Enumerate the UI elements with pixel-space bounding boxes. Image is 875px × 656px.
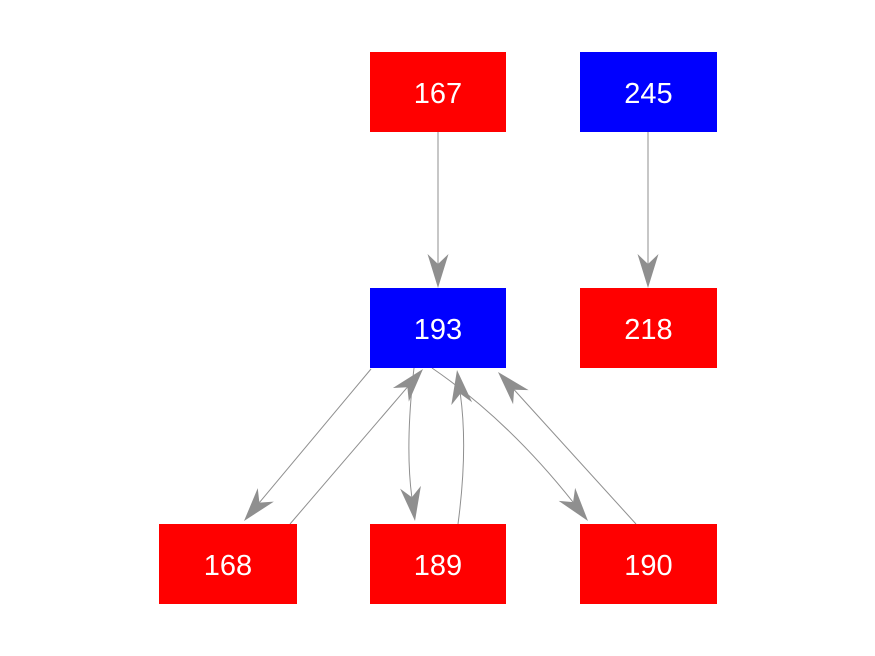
node-189[interactable]: 189 bbox=[370, 524, 506, 604]
edge-190-193-arrowhead bbox=[498, 372, 529, 405]
edge-245-218-arrowhead bbox=[637, 254, 659, 288]
node-245[interactable]: 245 bbox=[580, 52, 717, 132]
edge-193-189-line bbox=[408, 367, 415, 498]
edge-193-168-line bbox=[259, 368, 372, 503]
node-218-label: 218 bbox=[624, 313, 673, 346]
edge-189-193-line bbox=[457, 393, 465, 525]
node-167[interactable]: 167 bbox=[370, 52, 506, 132]
edge-193-190-line bbox=[431, 367, 574, 503]
node-190[interactable]: 190 bbox=[580, 524, 717, 604]
edge-193-168-arrowhead bbox=[244, 488, 274, 521]
edge-168-193-line bbox=[289, 386, 408, 525]
edge-193-189-arrowhead bbox=[400, 485, 421, 521]
node-168-label: 168 bbox=[203, 549, 253, 582]
node-193-label: 193 bbox=[413, 313, 463, 346]
edge-189-193-arrowhead bbox=[451, 370, 473, 406]
edge-168-193-arrowhead bbox=[392, 369, 423, 402]
node-167-label: 167 bbox=[413, 77, 463, 110]
node-190-label: 190 bbox=[624, 549, 673, 582]
edge-167-193-arrowhead bbox=[427, 254, 449, 288]
node-168[interactable]: 168 bbox=[159, 524, 297, 604]
node-218[interactable]: 218 bbox=[580, 288, 717, 368]
node-193[interactable]: 193 bbox=[370, 288, 506, 368]
node-245-label: 245 bbox=[624, 77, 673, 110]
edge-193-190-arrowhead bbox=[558, 487, 588, 521]
edge-190-193-line bbox=[513, 389, 637, 525]
node-189-label: 189 bbox=[413, 549, 463, 582]
